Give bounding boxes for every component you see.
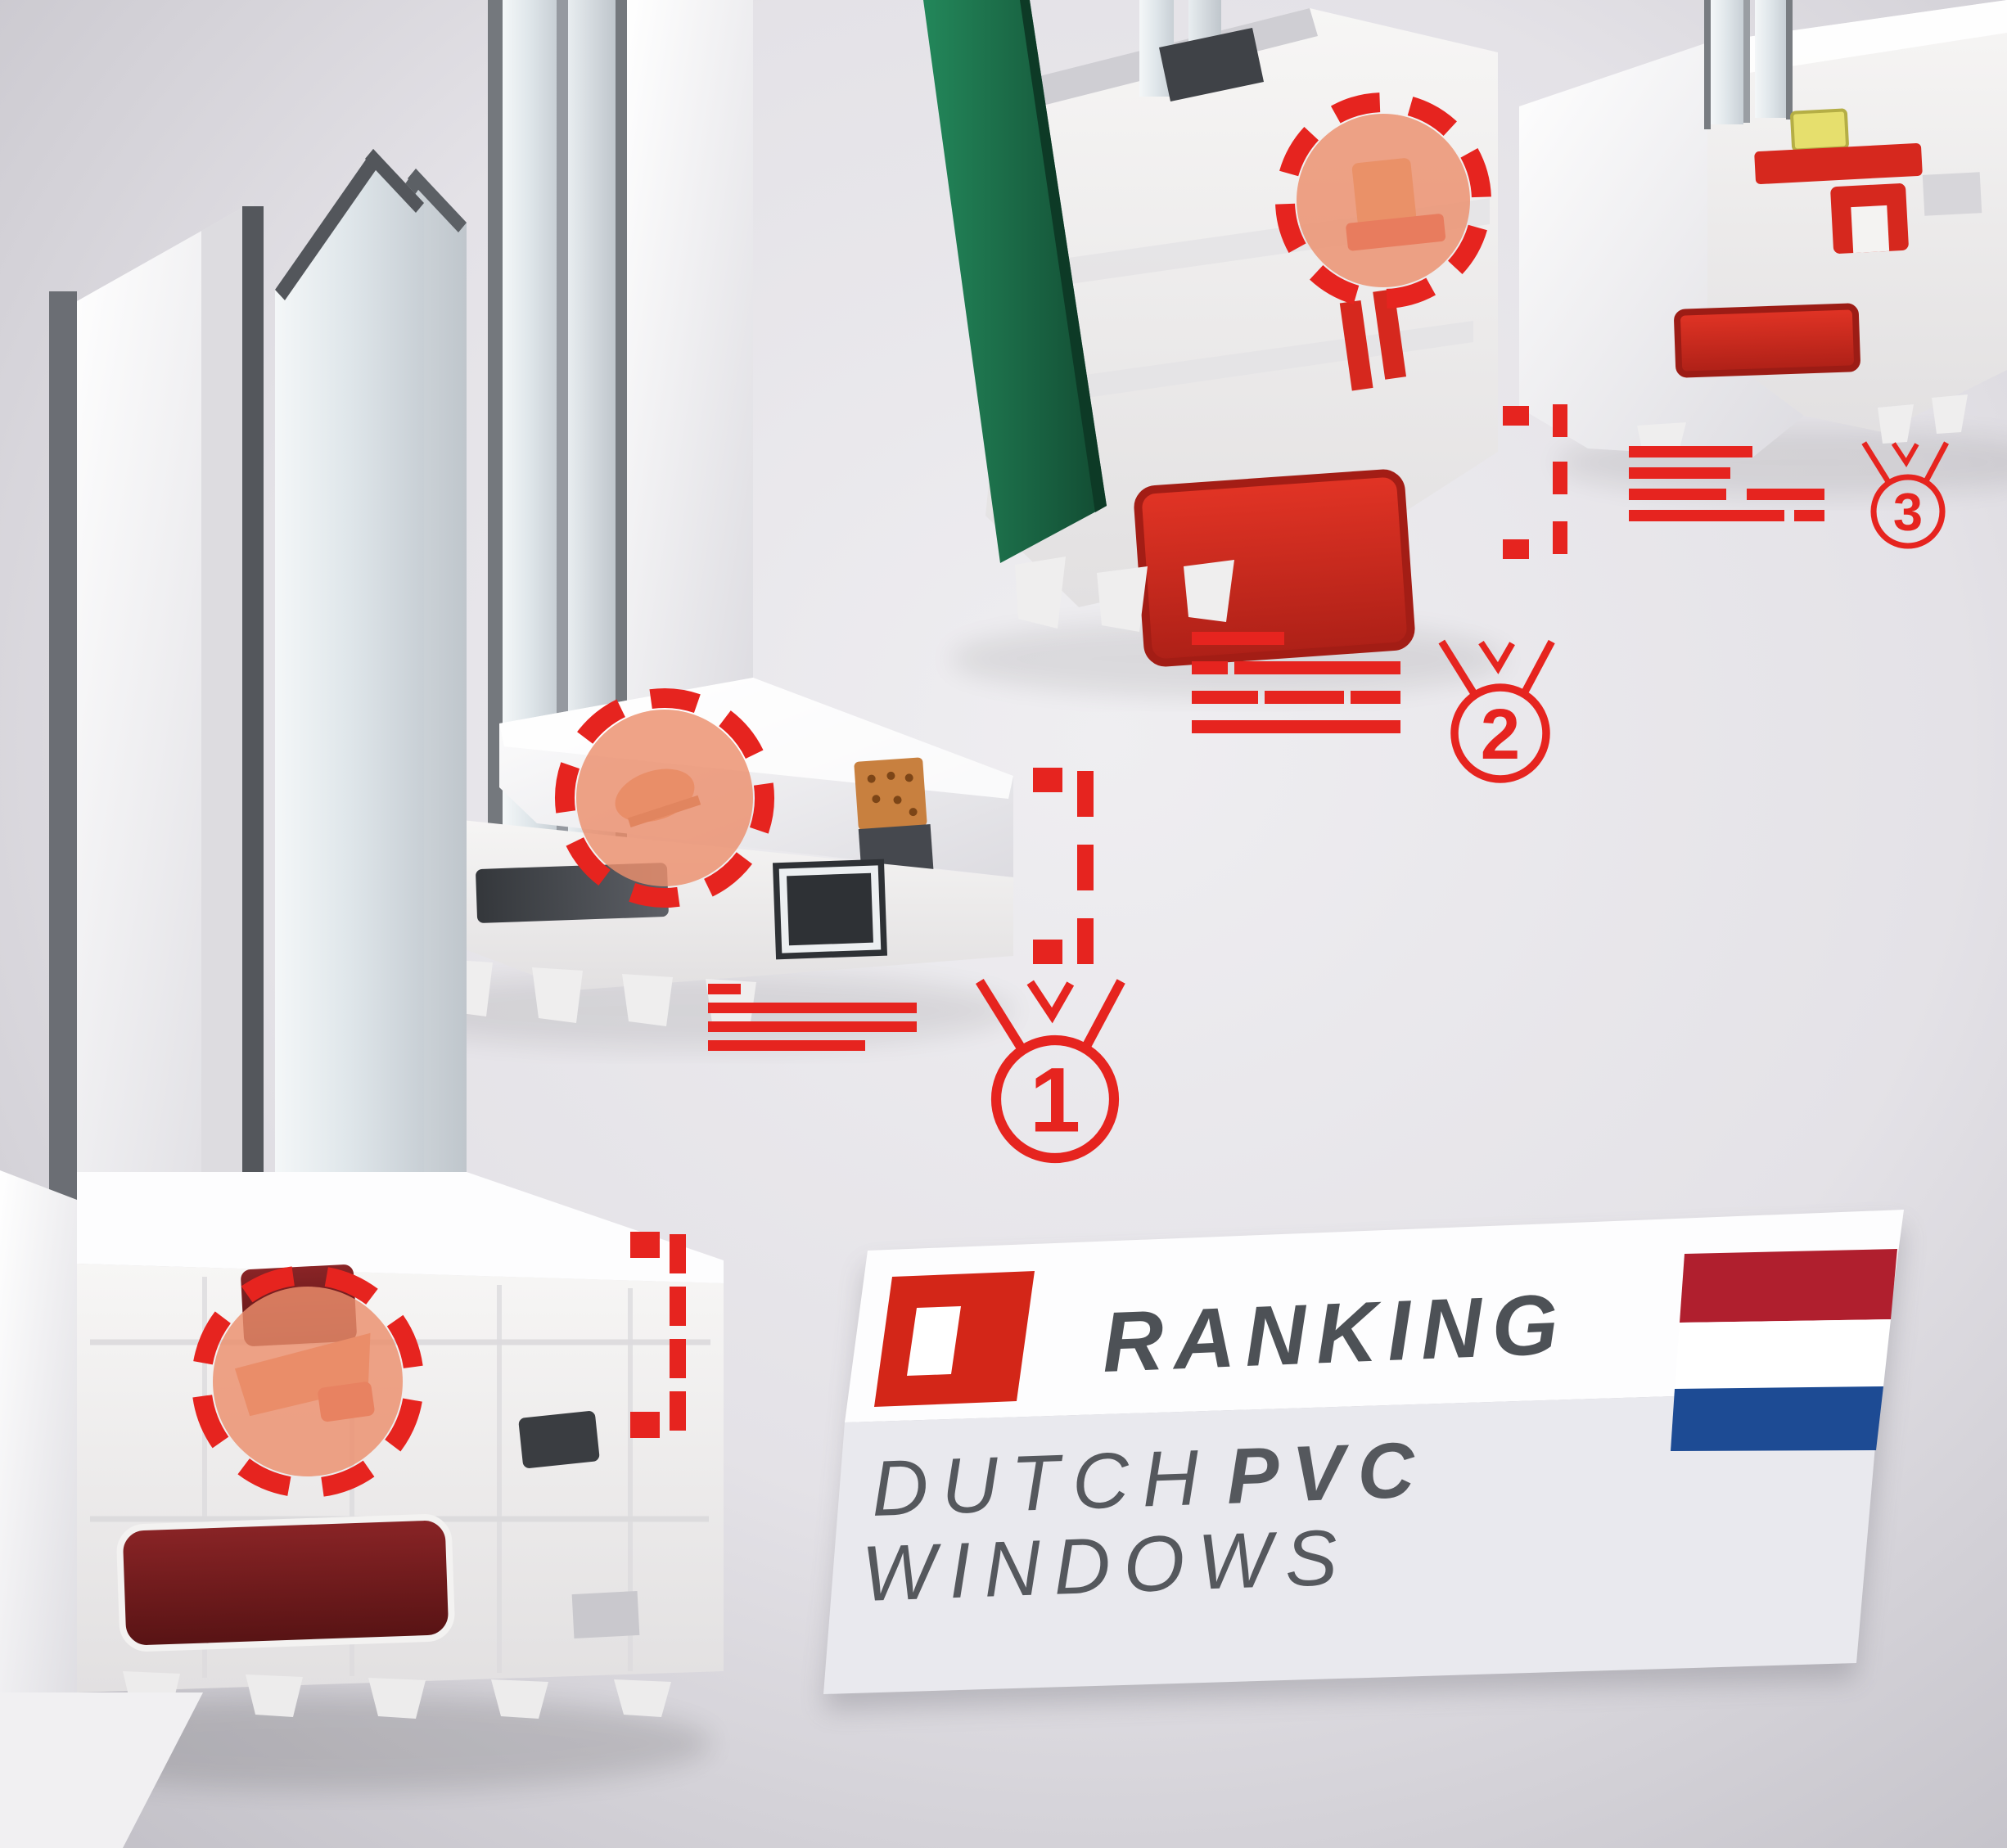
medal-rank-number: 1 — [1030, 1049, 1080, 1152]
dashed-bracket-2-icon — [630, 1232, 686, 1438]
highlight-circle-1-icon — [192, 1265, 424, 1498]
bright-red-seal-bar — [1754, 142, 1923, 185]
banner-subtitle-line2: WINDOWS — [860, 1513, 1352, 1618]
flag-red-stripe — [1680, 1249, 1897, 1323]
medal-3-icon: 3 — [1861, 441, 1949, 549]
dark-red-seal-lower — [116, 1514, 455, 1652]
flag-blue-stripe — [1671, 1386, 1883, 1451]
flag-white-stripe — [1675, 1319, 1891, 1389]
glazing-spacer-yellow-block — [1790, 108, 1849, 152]
highlight-circle-2-icon — [555, 688, 774, 908]
redacted-text-block-1 — [708, 984, 917, 1051]
medal-1-icon: 1 — [975, 978, 1125, 1164]
brand-logo-icon — [874, 1271, 1035, 1407]
highlight-circle-3-icon — [1275, 92, 1491, 309]
medal-rank-number: 2 — [1481, 695, 1520, 774]
redacted-text-block-3 — [1629, 446, 1824, 521]
banner-top-section — [845, 1210, 1904, 1422]
medal-rank-number: 3 — [1893, 482, 1923, 542]
dashed-bracket-1-icon — [1033, 768, 1094, 964]
window-profile-1-cutaway — [0, 149, 724, 1848]
redacted-text-block-2 — [1192, 632, 1400, 733]
medal-2-icon: 2 — [1438, 639, 1555, 783]
steel-reinforcement-square — [772, 859, 888, 960]
red-chamber — [1674, 303, 1860, 378]
green-laminate-edge — [923, 0, 1107, 563]
netherlands-flag-icon — [1671, 1249, 1897, 1451]
banner-title: RANKING — [1100, 1277, 1570, 1391]
annotations-layer: 1 2 3 — [192, 92, 1949, 1498]
red-u-gasket — [1830, 183, 1909, 254]
dashed-bracket-3-icon — [1503, 404, 1567, 559]
gasket-orange-block — [854, 757, 927, 831]
banner-bottom-section — [823, 1390, 1880, 1694]
